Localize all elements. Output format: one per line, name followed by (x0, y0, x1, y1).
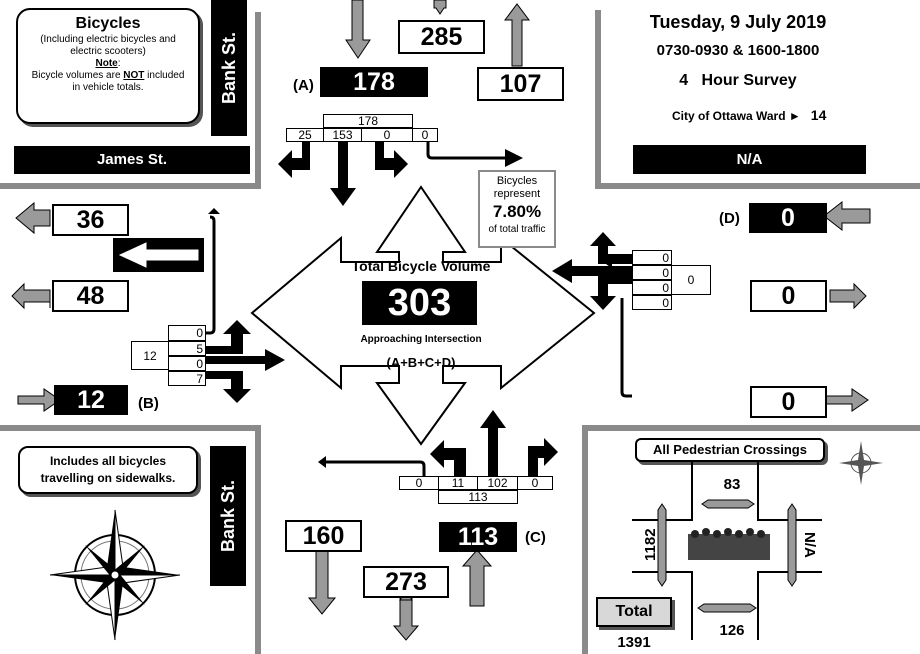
east-uturn-arrow (622, 298, 632, 396)
ped-north-value: 83 (712, 476, 752, 493)
north-approach-value: 178 (320, 67, 428, 97)
south-total-value: 273 (363, 566, 449, 598)
center-total: 303 (362, 281, 477, 325)
south-depart-value: 160 (285, 520, 362, 552)
south-movement-3: 102 (477, 476, 518, 490)
north-total-arrow (434, 0, 446, 14)
street-label-bank-south: Bank St. (210, 446, 246, 586)
ped-title: All Pedestrian Crossings (635, 438, 825, 462)
north-uturn-arrow (428, 142, 514, 158)
west-movement-3: 0 (168, 356, 206, 371)
west-depart-value: 36 (52, 204, 129, 236)
north-movement-1: 25 (286, 128, 324, 142)
one-way-arrow-icon (113, 238, 204, 272)
east-table-total: 0 (671, 265, 711, 295)
bicycle-share-box: Bicycles represent 7.80% of total traffi… (478, 170, 556, 248)
east-movement-1: 0 (632, 250, 672, 265)
west-approach-value: 12 (54, 385, 128, 415)
ped-east-value: N/A (798, 520, 820, 570)
north-depart-arrow (505, 4, 529, 66)
east-movement-4: 0 (632, 295, 672, 310)
west-total-arrow (12, 284, 50, 308)
north-approach-arrow (346, 0, 370, 58)
south-depart-arrow (309, 548, 335, 614)
south-table-total: 113 (438, 490, 518, 504)
small-compass-icon (836, 438, 886, 488)
west-movement-4: 7 (168, 371, 206, 386)
ped-west-value: 1182 (640, 515, 662, 575)
west-movement-1: 0 (168, 325, 206, 341)
east-movement-2: 0 (632, 265, 672, 280)
north-leg-id: (A) (293, 77, 314, 94)
north-depart-value: 107 (477, 67, 564, 101)
west-depart-arrow (16, 203, 50, 233)
west-total-value: 48 (52, 280, 129, 312)
ped-south-value: 126 (712, 622, 752, 639)
south-movement-1: 0 (399, 476, 439, 490)
north-movement-4: 0 (412, 128, 438, 142)
compass-rose-icon (40, 500, 190, 650)
north-table-total: 178 (323, 114, 413, 128)
east-movement-3: 0 (632, 280, 672, 295)
ped-total-label: Total (596, 597, 672, 627)
north-movement-2: 153 (323, 128, 362, 142)
south-movement-2: 11 (438, 476, 478, 490)
east-total-value: 0 (750, 280, 827, 312)
south-movement-4: 0 (517, 476, 553, 490)
center-title: Total Bicycle Volume (330, 258, 512, 274)
south-leg-id: (C) (525, 529, 546, 546)
north-movement-3: 0 (361, 128, 413, 142)
east-leg-id: (D) (719, 210, 740, 227)
south-movement-arrows (430, 410, 558, 476)
west-table-total: 12 (131, 341, 169, 370)
ped-total-value: 1391 (596, 634, 672, 651)
pedestrian-crowd-icon (688, 528, 770, 560)
center-formula: (A+B+C+D) (330, 355, 512, 370)
south-approach-value: 113 (439, 522, 517, 552)
east-depart-value: 0 (750, 386, 827, 418)
east-depart-arrow (826, 389, 868, 411)
west-movement-arrows (205, 320, 285, 403)
south-uturn-arrow (324, 462, 424, 476)
west-leg-id: (B) (138, 395, 159, 412)
center-sub: Approaching Intersection (330, 334, 512, 345)
north-movement-arrows (278, 142, 408, 206)
east-total-arrow (830, 284, 866, 308)
west-movement-2: 5 (168, 341, 206, 356)
east-approach-arrow (824, 202, 870, 230)
north-total-value: 285 (398, 20, 485, 54)
sidewalk-note: Includes all bicycles travelling on side… (18, 446, 198, 494)
east-approach-value: 0 (749, 203, 827, 233)
west-uturn-arrow (196, 217, 214, 333)
south-approach-arrow (463, 550, 491, 606)
